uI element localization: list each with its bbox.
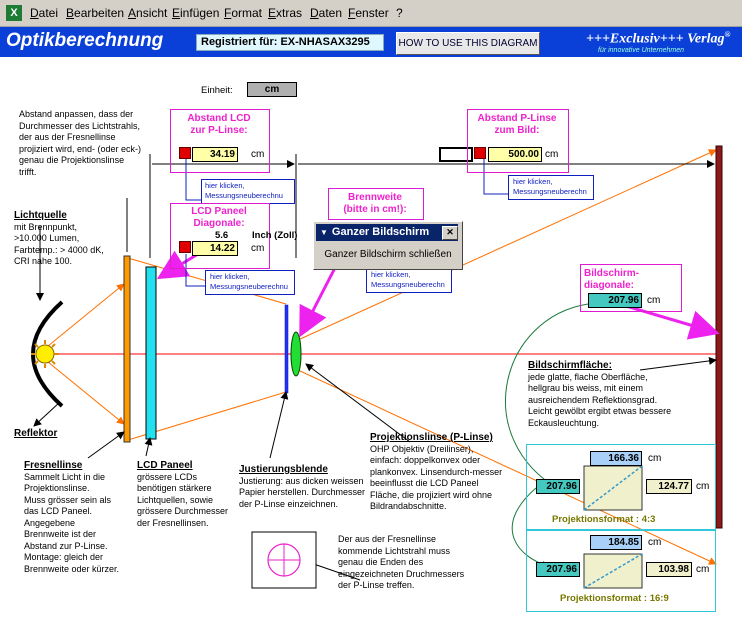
ray-screen-top [297, 149, 717, 341]
format-43-width-unit: cm [648, 453, 662, 464]
lcd-distance-unit: cm [251, 149, 265, 160]
format-169-frame [526, 530, 716, 612]
menu-daten[interactable]: Daten [310, 6, 343, 20]
brand-name: +++Exclusiv+++ Verlag [586, 31, 725, 47]
projection-lens [290, 331, 302, 377]
close-icon[interactable]: ✕ [442, 226, 458, 240]
focal-frame [328, 188, 424, 220]
lcd-diagonal-unit: cm [251, 243, 265, 254]
plens-distance-black-frame [439, 147, 473, 162]
optics-diagram [31, 145, 723, 589]
lcd-distance-input[interactable]: 34.19 [192, 147, 238, 162]
format-169-height: 103.98 [646, 562, 692, 577]
screen-surface-description: Bildschirmfläche: jede glatte, flache Ob… [528, 360, 672, 428]
lcd-diagonal-inch-value[interactable]: 5.6 [215, 230, 229, 241]
brand-registered-mark: ® [724, 30, 731, 39]
app-header: Optikberechnung Registriert für: EX-NHAS… [0, 27, 742, 57]
screen-diagonal-value: 207.96 [588, 293, 642, 308]
excel-app-icon[interactable]: X [6, 5, 22, 21]
magenta-arrow-lcd-diagonal [156, 250, 199, 280]
close-fullscreen-button[interactable]: Ganzer Bildschirm schließen [324, 249, 452, 260]
format-43-label: Projektionsformat : 4:3 [552, 514, 656, 525]
brand-subtitle: für innovative Unternehmen [598, 47, 684, 54]
screen-bar [715, 145, 723, 529]
menu-extras[interactable]: Extras [268, 6, 303, 20]
registration-box: Registriert für: EX-NHASAX3295 [196, 34, 384, 51]
format-169-height-unit: cm [696, 564, 710, 575]
lcd-diagonal-hint-box[interactable] [205, 270, 295, 295]
format-43-frame [526, 444, 716, 530]
plens-distance-hint-box[interactable] [508, 175, 594, 200]
plens-distance-recalc-button[interactable] [474, 147, 486, 159]
format-169-label: Projektionsformat : 16:9 [560, 593, 669, 604]
brand-logo: +++Exclusiv+++ Verlag® [586, 30, 730, 48]
fullscreen-toolbar-title[interactable]: ▼Ganzer Bildschirm [316, 224, 458, 241]
menu-bar: X Datei Bearbeiten Ansicht Einfügen Form… [0, 0, 742, 27]
menu-einfuegen[interactable]: Einfügen [172, 6, 220, 20]
ray-to-fresnel-top [47, 283, 125, 347]
plens-distance-frame [467, 109, 569, 173]
lcd-panel-bar [145, 266, 157, 440]
aperture-description: Justierungsblende Justierung: aus dicken… [239, 464, 366, 509]
reflector-heading: Reflektor [14, 428, 58, 439]
screen-diagonal-frame [580, 264, 682, 312]
focal-title: Brennweite(bitte in cm!): [343, 192, 407, 215]
unit-label: Einheit: [201, 85, 233, 96]
fullscreen-toolbar[interactable]: ▼Ganzer Bildschirm ✕ Ganzer Bildschirm s… [313, 221, 463, 270]
lightsource-heading: Lichtquelle [14, 210, 67, 221]
format-43-width: 166.36 [590, 451, 642, 466]
aperture-bar [284, 304, 289, 394]
lcd-diagonal-inch-unit: Inch (Zoll) [252, 230, 298, 241]
plens-description: Projektionslinse (P-Linse) OHP Objektiv … [370, 432, 503, 511]
plens-distance-unit: cm [545, 149, 559, 160]
format-169-width-unit: cm [648, 537, 662, 548]
lcd-diagonal-recalc-button[interactable] [179, 241, 191, 253]
unit-value[interactable]: cm [247, 82, 297, 97]
menu-help[interactable]: ? [396, 6, 403, 20]
lcd-diagonal-frame [170, 203, 270, 269]
lightsource-sun [31, 340, 59, 368]
app-title: Optikberechnung [6, 30, 164, 51]
format-43-height-unit: cm [696, 481, 710, 492]
menu-datei[interactable]: Datei [30, 6, 59, 20]
how-to-use-button[interactable]: HOW TO USE THIS DIAGRAM [396, 32, 540, 55]
focal-hint[interactable]: hier klicken,Messungsneuberechn [371, 270, 445, 289]
ray-screen-bottom [297, 369, 717, 565]
magenta-arrow-focal [299, 261, 340, 338]
lcd-distance-frame [170, 109, 270, 173]
lcd-distance-hint-box[interactable] [201, 179, 295, 204]
menu-fenster[interactable]: Fenster [348, 6, 389, 20]
lcd-diagonal-input[interactable]: 14.22 [192, 241, 238, 256]
format-169-width: 184.85 [590, 535, 642, 550]
menu-ansicht[interactable]: Ansicht [128, 6, 168, 20]
lightsource-description: Lichtquelle mit Brennpunkt,>10.000 Lumen… [14, 210, 134, 268]
format-43-diagonal: 207.96 [536, 479, 580, 494]
fresnel-lens [123, 255, 131, 443]
ray-to-fresnel-bottom [47, 361, 125, 425]
chevron-down-icon[interactable]: ▼ [320, 228, 328, 237]
lcd-distance-hint[interactable]: hier klicken,Messungsneuberechnu [205, 181, 283, 200]
screen-diagonal-title: Bildschirm-diagonale: [584, 268, 640, 291]
menu-format[interactable]: Format [224, 6, 263, 20]
magenta-arrow-screen-diagonal [625, 304, 720, 340]
lcd-diagonal-hint[interactable]: hier klicken,Messungsneuberechnu [210, 272, 288, 291]
screen-diagonal-unit: cm [647, 295, 661, 306]
lcd-distance-recalc-button[interactable] [179, 147, 191, 159]
plens-distance-input[interactable]: 500.00 [488, 147, 542, 162]
menu-bearbeiten[interactable]: Bearbeiten [66, 6, 125, 20]
plens-distance-hint[interactable]: hier klicken,Messungsneuberechn [513, 177, 587, 196]
format-43-height: 124.77 [646, 479, 692, 494]
format-169-diagonal: 207.96 [536, 562, 580, 577]
